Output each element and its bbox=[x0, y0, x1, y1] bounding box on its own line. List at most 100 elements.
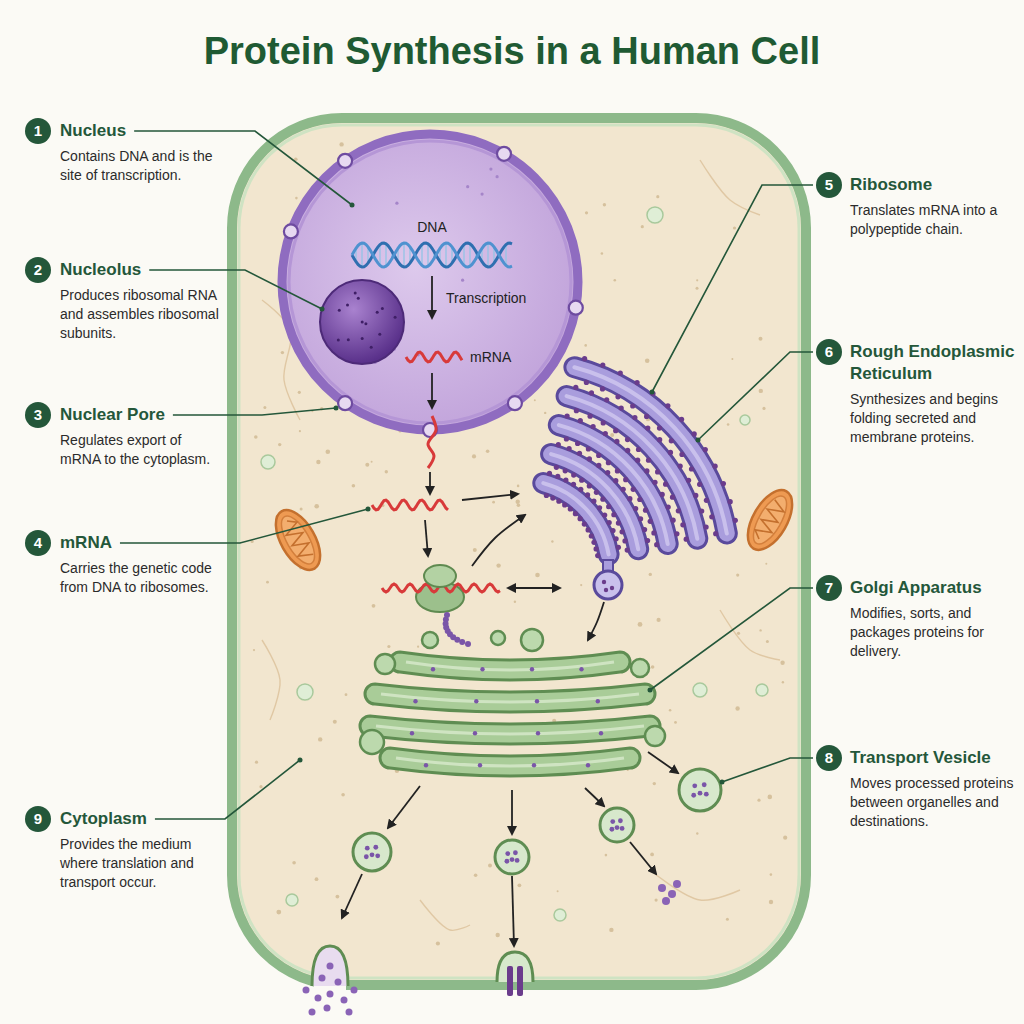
protein-speck bbox=[610, 819, 615, 824]
cytoplasm-speck bbox=[780, 661, 784, 665]
cytoplasm-speck bbox=[605, 854, 608, 857]
er-ribosome bbox=[671, 518, 676, 523]
er-ribosome bbox=[571, 482, 576, 487]
nucleus bbox=[282, 134, 578, 430]
cytoplasm-speck bbox=[385, 470, 388, 473]
flow-arrow bbox=[425, 520, 428, 556]
er-ribosome bbox=[589, 533, 594, 538]
cytoplasm-speck bbox=[278, 443, 281, 446]
protein-speck bbox=[413, 699, 417, 703]
er-ribosome bbox=[733, 518, 738, 523]
callout-description: Provides the medium where translation an… bbox=[60, 835, 225, 892]
cytoplasm-speck bbox=[298, 391, 301, 394]
cytoplasm-speck bbox=[759, 389, 763, 393]
er-ribosome bbox=[589, 390, 594, 395]
nucleolus-speck bbox=[346, 304, 349, 307]
cytoplasm-speck bbox=[585, 211, 588, 214]
chromatin-speck bbox=[466, 185, 469, 188]
cytoplasm-speck bbox=[496, 563, 500, 567]
cytoplasm-speck bbox=[584, 344, 587, 347]
secreted-protein bbox=[346, 1009, 353, 1016]
er-ribosome bbox=[573, 385, 578, 390]
er-ribosome bbox=[652, 480, 657, 485]
diagram-label: DNA bbox=[417, 219, 447, 236]
diagram-label: Transcription bbox=[446, 290, 526, 307]
ribosome-small-subunit bbox=[424, 565, 456, 587]
flow-arrow bbox=[431, 373, 433, 408]
er-ribosome bbox=[615, 394, 620, 399]
er-cisterna bbox=[574, 367, 726, 533]
cytoplasm-speck bbox=[736, 574, 739, 577]
er-ribosome bbox=[684, 537, 689, 542]
cytoplasm-speck bbox=[326, 450, 331, 455]
small-vesicle bbox=[554, 909, 566, 921]
cytoplasm-speck bbox=[436, 941, 440, 945]
er-ribosome bbox=[556, 442, 561, 447]
leader-dot bbox=[720, 780, 725, 785]
dna-base-pair bbox=[445, 243, 447, 267]
nuclear-pore bbox=[284, 224, 298, 238]
cytoplasm-speck bbox=[517, 485, 520, 488]
transport-vesicle bbox=[600, 808, 634, 842]
er-ribosome bbox=[579, 478, 584, 483]
leader-line bbox=[650, 588, 813, 690]
callout-heading: mRNA bbox=[60, 532, 112, 554]
er-ribosome bbox=[631, 487, 636, 492]
er-ribosome bbox=[679, 417, 684, 422]
er-ribosome bbox=[674, 531, 679, 536]
golgi-lumen bbox=[376, 726, 644, 734]
leader-lines bbox=[120, 131, 813, 819]
er-ribosome bbox=[591, 424, 596, 429]
er-ribosome bbox=[596, 453, 601, 458]
er-ribosome bbox=[568, 506, 573, 511]
nuclear-pore bbox=[338, 396, 352, 410]
cytoplasm-speck bbox=[766, 640, 769, 643]
protein-speck bbox=[505, 859, 510, 864]
cytoplasm-speck bbox=[603, 203, 606, 206]
cytoplasm-speck bbox=[731, 358, 733, 360]
flow-arrow bbox=[429, 472, 431, 494]
cytoplasm-speck bbox=[649, 573, 652, 576]
nucleolus-speck bbox=[338, 309, 341, 312]
er-ribosome bbox=[606, 504, 611, 509]
cytoplasm-speck bbox=[657, 618, 661, 622]
cytoplasm-speck bbox=[737, 632, 740, 635]
cytoplasm-speck bbox=[544, 412, 546, 414]
cytoplasm-speck bbox=[253, 649, 255, 651]
er-ribosome bbox=[686, 478, 691, 483]
cytoplasm-speck bbox=[387, 645, 390, 648]
cytoplasm-speck bbox=[472, 454, 476, 458]
protein-speck bbox=[410, 731, 414, 735]
cytoplasm-speck bbox=[534, 399, 536, 401]
er-ribosome bbox=[591, 540, 596, 545]
er-ribosome bbox=[704, 524, 709, 529]
mitochondrion bbox=[739, 483, 801, 557]
er-ribosome bbox=[621, 487, 626, 492]
cytoplasm-speck bbox=[757, 799, 760, 802]
released-protein bbox=[673, 880, 681, 888]
flow-arrow bbox=[342, 874, 362, 918]
mitochondrion-inner bbox=[275, 511, 321, 569]
er-ribosome bbox=[651, 530, 656, 535]
small-vesicle bbox=[261, 455, 275, 469]
er-ribosome bbox=[588, 414, 593, 419]
cytoplasm-speck bbox=[768, 795, 773, 800]
protein-speck bbox=[596, 699, 600, 703]
leader-line bbox=[652, 185, 813, 392]
callout-heading: Cytoplasm bbox=[60, 808, 147, 830]
er-ribosome bbox=[578, 516, 583, 521]
cytoplasm-speck bbox=[727, 423, 730, 426]
cytoplasm-speck bbox=[638, 622, 643, 627]
er-ribosome bbox=[655, 469, 660, 474]
cytoplasm-speck bbox=[372, 604, 376, 608]
golgi-lumen bbox=[381, 694, 639, 702]
cytoplasm-speck bbox=[726, 918, 729, 921]
polypeptide-bead bbox=[465, 641, 471, 647]
mitochondrion bbox=[267, 503, 329, 577]
er-ribosome bbox=[563, 468, 568, 473]
cytoplasm-speck bbox=[674, 721, 677, 724]
callout: 1NucleusContains DNA and is the site of … bbox=[25, 118, 225, 185]
nuclear-pore bbox=[508, 396, 522, 410]
er-ribosome bbox=[586, 446, 591, 451]
